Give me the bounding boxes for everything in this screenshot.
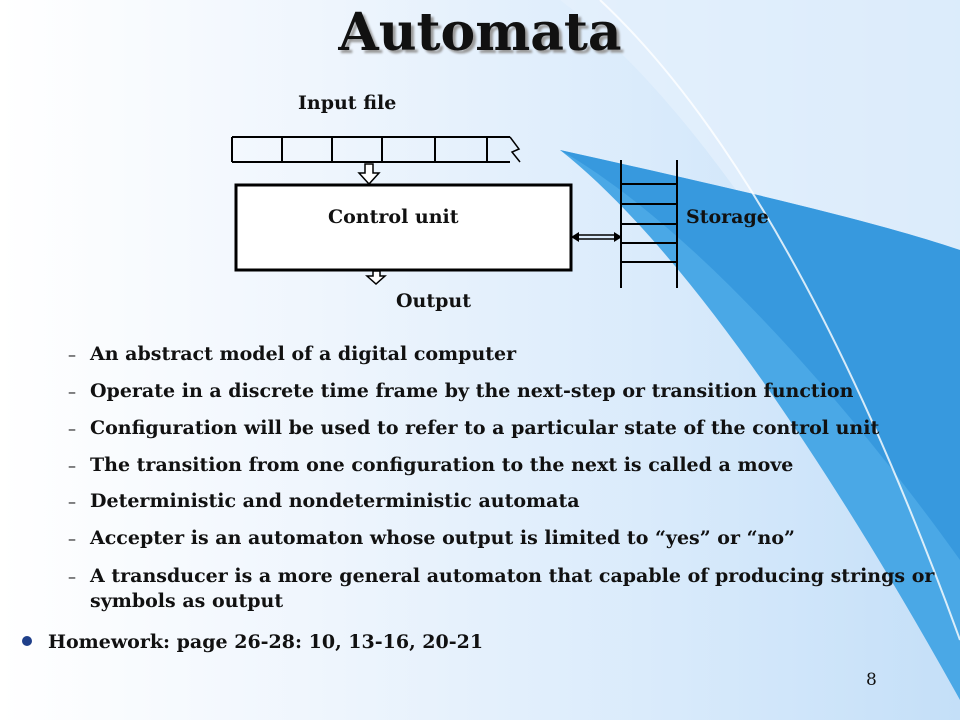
bullet-dash: – bbox=[68, 529, 76, 548]
page-number: 8 bbox=[866, 670, 877, 690]
storage-stack bbox=[620, 160, 678, 288]
homework-text: Homework: page 26-28: 10, 13-16, 20-21 bbox=[48, 631, 484, 653]
slide-title: Automata bbox=[338, 2, 622, 63]
output-label: Output bbox=[396, 290, 471, 312]
control-storage-arrow bbox=[571, 232, 622, 242]
control-unit-box bbox=[234, 183, 573, 272]
bullet-dash: – bbox=[68, 567, 76, 586]
bullet-dash: – bbox=[68, 345, 76, 364]
input-arrow bbox=[357, 163, 381, 186]
bullet-text: The transition from one configuration to… bbox=[90, 454, 794, 476]
bullet-dash: – bbox=[68, 492, 76, 511]
bullet-text: Deterministic and nondeterministic autom… bbox=[90, 490, 580, 512]
bullet-item: – A transducer is a more general automat… bbox=[68, 564, 940, 614]
input-file-label: Input file bbox=[298, 92, 396, 114]
bullet-item: – Deterministic and nondeterministic aut… bbox=[68, 489, 940, 514]
bullet-item: – Accepter is an automaton whose output … bbox=[68, 526, 940, 551]
input-tape bbox=[231, 136, 521, 163]
bullet-dot-icon bbox=[22, 636, 32, 646]
bullet-text: An abstract model of a digital computer bbox=[90, 343, 517, 365]
bullet-text: Configuration will be used to refer to a… bbox=[90, 417, 880, 439]
bullet-item: – An abstract model of a digital compute… bbox=[68, 342, 940, 367]
bullet-item: – Operate in a discrete time frame by th… bbox=[68, 379, 940, 404]
bullet-dash: – bbox=[68, 419, 76, 438]
bullet-item: – The transition from one configuration … bbox=[68, 453, 940, 478]
bullet-dash: – bbox=[68, 456, 76, 475]
bullet-dash: – bbox=[68, 382, 76, 401]
bullet-item: – Configuration will be used to refer to… bbox=[68, 416, 940, 441]
bullet-text: Operate in a discrete time frame by the … bbox=[90, 380, 854, 402]
control-unit-label: Control unit bbox=[328, 206, 459, 228]
output-arrow bbox=[365, 270, 387, 286]
bullet-text: A transducer is a more general automaton… bbox=[90, 565, 935, 612]
bullet-text: Accepter is an automaton whose output is… bbox=[90, 527, 795, 549]
storage-label: Storage bbox=[686, 206, 769, 228]
